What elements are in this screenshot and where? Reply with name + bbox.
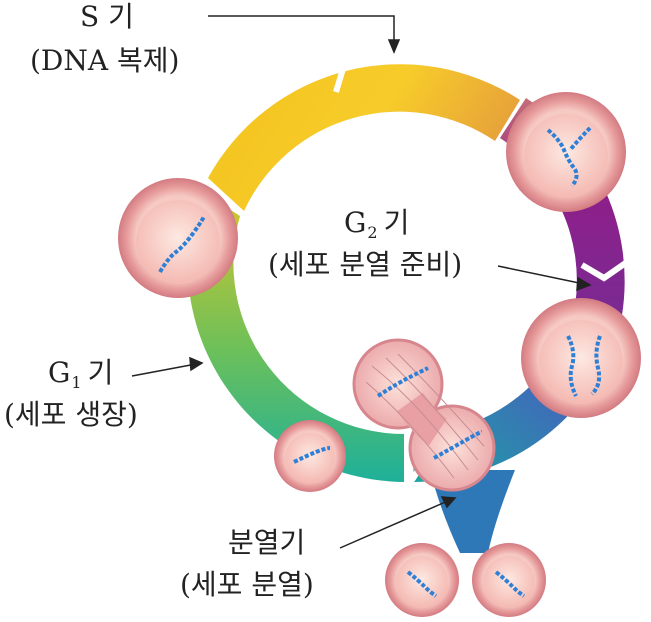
- m-phase-desc: (세포 분열): [180, 568, 314, 601]
- g1-letter: G: [48, 356, 71, 389]
- g1-cell: [118, 178, 238, 298]
- g2-word: 기: [383, 206, 410, 239]
- m-phase-title: 분열기: [228, 526, 306, 559]
- g2-subscript: 2: [367, 223, 378, 242]
- dividing-cell: [352, 338, 496, 492]
- m-small-cell: [274, 420, 346, 492]
- g1-subscript: 1: [71, 373, 82, 392]
- leader-lines: [131, 15, 592, 549]
- g2-letter: G: [344, 206, 367, 239]
- g1-word: 기: [87, 356, 114, 389]
- g2-cell: [521, 298, 641, 418]
- s-phase-title: S 기: [80, 0, 134, 33]
- s-phase-desc: (DNA 복제): [30, 44, 180, 77]
- daughter-cell-right: [472, 543, 546, 617]
- g1-phase-desc: (세포 생장): [4, 398, 138, 431]
- s-phase-arc: [208, 64, 520, 211]
- replicating-cell: [506, 92, 626, 212]
- daughter-cell-left: [385, 543, 459, 617]
- g2-phase-desc: (세포 분열 준비): [268, 248, 463, 281]
